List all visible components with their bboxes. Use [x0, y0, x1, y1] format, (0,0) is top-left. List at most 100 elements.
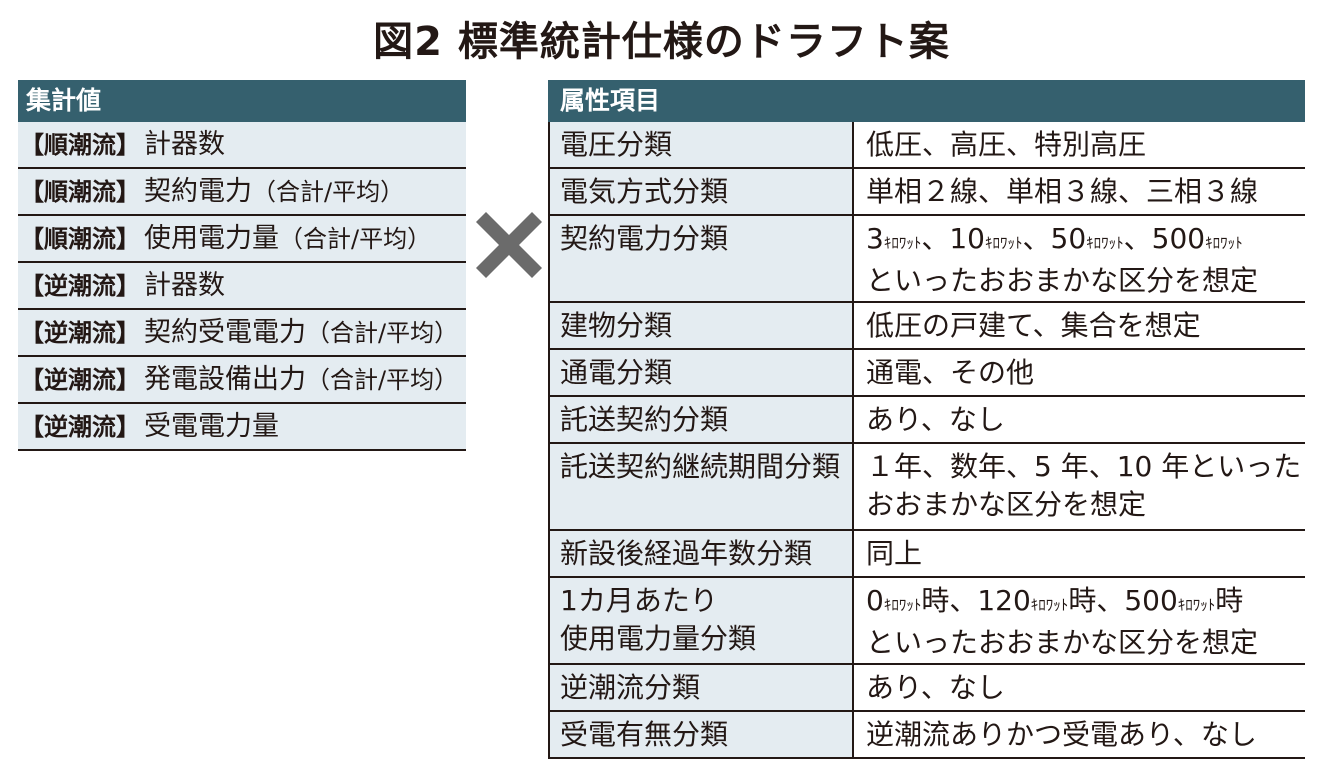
attribute-value-line: といったおおまかな区分を想定: [866, 264, 1259, 297]
aggregate-row: 【順潮流】計器数: [18, 122, 466, 169]
attribute-row: 逆潮流分類 あり、なし: [550, 665, 1305, 712]
attribute-name-line: 逆潮流分類: [560, 671, 701, 704]
attribute-name: 通電分類: [550, 350, 854, 395]
attribute-value: 単相２線、単相３線、三相３線: [854, 169, 1305, 214]
attribute-name: 契約電力分類: [550, 216, 854, 301]
aggregate-row: 【逆潮流】受電電力量: [18, 404, 466, 451]
aggregate-row: 【順潮流】使用電力量（合計/平均）: [18, 216, 466, 263]
unit-kilowatt-label: ｷﾛﾜｯﾄ: [1030, 596, 1069, 614]
attribute-value-line: 同上: [866, 537, 923, 570]
attribute-value: 逆潮流ありかつ受電あり、なし: [854, 712, 1305, 757]
aggregate-values-table: 集計値 【順潮流】計器数 【順潮流】契約電力（合計/平均） 【順潮流】使用電力量…: [18, 80, 466, 451]
attribute-name: 逆潮流分類: [550, 665, 854, 710]
attribute-row: 通電分類 通電、その他: [550, 350, 1305, 397]
value-text: 時: [1215, 584, 1244, 617]
aggregate-label: 契約受電電力: [144, 317, 306, 348]
aggregate-row: 【逆潮流】発電設備出力（合計/平均）: [18, 357, 466, 404]
attribute-value: あり、なし: [854, 665, 1305, 710]
attribute-value-line: 低圧の戸建て、集合を想定: [866, 309, 1201, 342]
value-text: 3: [866, 222, 884, 255]
attribute-value-line: 3ｷﾛﾜｯﾄ、10ｷﾛﾜｯﾄ、50ｷﾛﾜｯﾄ、500ｷﾛﾜｯﾄ: [866, 220, 1305, 262]
attribute-value: 低圧の戸建て、集合を想定: [854, 303, 1305, 348]
attribute-value: 低圧、高圧、特別高圧: [854, 122, 1305, 167]
attribute-row: 電圧分類 低圧、高圧、特別高圧: [550, 122, 1305, 169]
unit-kilowatt-label: ｷﾛﾜｯﾄ: [1086, 234, 1124, 252]
aggregate-note: （合計/平均）: [306, 366, 459, 394]
attribute-items-header: 属性項目: [548, 80, 1305, 122]
attribute-row: 託送契約分類 あり、なし: [550, 397, 1305, 444]
attribute-row: 電気方式分類 単相２線、単相３線、三相３線: [550, 169, 1305, 216]
aggregate-label: 使用電力量: [144, 223, 279, 254]
attribute-value-line: 逆潮流ありかつ受電あり、なし: [866, 718, 1257, 751]
unit-kilowatt-label: ｷﾛﾜｯﾄ: [883, 596, 922, 614]
flow-direction-tag: 【逆潮流】: [20, 366, 140, 394]
attribute-value: １年、数年、5 年、10 年といったおおまかな区分を想定: [854, 444, 1305, 529]
aggregate-label: 契約電力: [144, 176, 252, 207]
attribute-value-line: おおまかな区分を想定: [866, 488, 1147, 521]
value-text: 、10: [921, 222, 985, 255]
aggregate-note: （合計/平均）: [306, 319, 459, 347]
flow-direction-tag: 【逆潮流】: [20, 319, 140, 347]
attribute-value-line: 0ｷﾛﾜｯﾄ時、120ｷﾛﾜｯﾄ時、500ｷﾛﾜｯﾄ時: [866, 582, 1305, 624]
attribute-value-line: といったおおまかな区分を想定: [866, 626, 1259, 659]
aggregate-row: 【逆潮流】計器数: [18, 263, 466, 310]
attribute-value: 同上: [854, 531, 1305, 576]
attribute-name: 建物分類: [550, 303, 854, 348]
attribute-name-line: 新設後経過年数分類: [560, 537, 813, 570]
attribute-value: 通電、その他: [854, 350, 1305, 395]
aggregate-note: （合計/平均）: [279, 225, 432, 253]
figure-title: 図2 標準統計仕様のドラフト案: [373, 19, 950, 65]
attribute-value-line: 単相２線、単相３線、三相３線: [866, 175, 1259, 208]
attribute-name: 1カ月あたり使用電力量分類: [550, 578, 854, 663]
attribute-name-line: 契約電力分類: [560, 222, 729, 255]
attribute-name: 電気方式分類: [550, 169, 854, 214]
aggregate-row: 【順潮流】契約電力（合計/平均）: [18, 169, 466, 216]
aggregate-label: 発電設備出力: [144, 364, 306, 395]
value-text: 、50: [1022, 222, 1087, 255]
attribute-row: 1カ月あたり使用電力量分類 0ｷﾛﾜｯﾄ時、120ｷﾛﾜｯﾄ時、500ｷﾛﾜｯﾄ…: [550, 578, 1305, 665]
attribute-name-line: 通電分類: [560, 356, 673, 389]
aggregate-label: 受電電力量: [144, 411, 279, 442]
attribute-name: 託送契約分類: [550, 397, 854, 442]
aggregate-note: （合計/平均）: [252, 178, 405, 206]
unit-kilowatt-label: ｷﾛﾜｯﾄ: [883, 234, 922, 252]
attribute-value: 0ｷﾛﾜｯﾄ時、120ｷﾛﾜｯﾄ時、500ｷﾛﾜｯﾄ時といったおおまかな区分を想…: [854, 578, 1305, 663]
aggregate-row: 【逆潮流】契約受電電力（合計/平均）: [18, 310, 466, 357]
attribute-name-line: 託送契約継続期間分類: [560, 450, 841, 483]
flow-direction-tag: 【逆潮流】: [20, 413, 140, 441]
attribute-name-line: 建物分類: [560, 309, 673, 342]
attribute-value-line: 低圧、高圧、特別高圧: [866, 128, 1147, 161]
attribute-value-line: あり、なし: [866, 403, 1005, 436]
attribute-name-line: 受電有無分類: [560, 718, 729, 751]
attribute-row: 託送契約継続期間分類 １年、数年、5 年、10 年といったおおまかな区分を想定: [550, 444, 1305, 531]
attribute-row: 契約電力分類 3ｷﾛﾜｯﾄ、10ｷﾛﾜｯﾄ、50ｷﾛﾜｯﾄ、500ｷﾛﾜｯﾄとい…: [550, 216, 1305, 303]
flow-direction-tag: 【逆潮流】: [20, 272, 140, 300]
value-text: 、500: [1123, 222, 1206, 255]
unit-kilowatt-label: ｷﾛﾜｯﾄ: [1205, 234, 1243, 252]
attribute-name: 受電有無分類: [550, 712, 854, 757]
attribute-name-line: 電気方式分類: [560, 175, 729, 208]
unit-kilowatt-label: ｷﾛﾜｯﾄ: [1177, 596, 1216, 614]
unit-kilowatt-label: ｷﾛﾜｯﾄ: [984, 234, 1023, 252]
attribute-value-line: 通電、その他: [866, 356, 1035, 389]
attribute-row: 新設後経過年数分類 同上: [550, 531, 1305, 578]
flow-direction-tag: 【順潮流】: [20, 131, 140, 159]
value-text: 0: [866, 584, 884, 617]
value-text: 時、500: [1068, 584, 1178, 617]
attribute-value-line: １年、数年、5 年、10 年といった: [866, 450, 1302, 483]
attribute-name: 託送契約継続期間分類: [550, 444, 854, 529]
attribute-name-line: 電圧分類: [560, 128, 673, 161]
attribute-items-table: 属性項目 電圧分類 低圧、高圧、特別高圧 電気方式分類 単相２線、単相３線、三相…: [548, 80, 1305, 759]
attribute-value: あり、なし: [854, 397, 1305, 442]
multiply-cross-icon: [476, 212, 542, 278]
aggregate-label: 計器数: [144, 129, 225, 160]
attribute-value-line: あり、なし: [866, 671, 1005, 704]
attribute-name: 電圧分類: [550, 122, 854, 167]
attribute-row: 受電有無分類 逆潮流ありかつ受電あり、なし: [550, 712, 1305, 759]
attribute-name: 新設後経過年数分類: [550, 531, 854, 576]
attribute-name-line: 託送契約分類: [560, 403, 729, 436]
aggregate-values-header: 集計値: [18, 80, 466, 122]
flow-direction-tag: 【順潮流】: [20, 178, 140, 206]
flow-direction-tag: 【順潮流】: [20, 225, 140, 253]
attribute-name-line: 使用電力量分類: [560, 622, 757, 655]
